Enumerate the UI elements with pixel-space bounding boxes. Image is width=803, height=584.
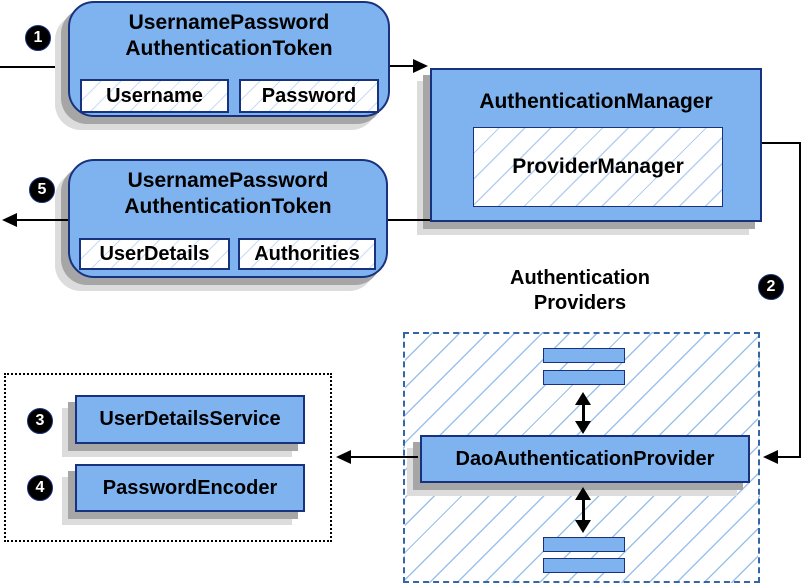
provider-to-services-line <box>350 456 418 458</box>
step-3-badge: 3 <box>27 408 53 434</box>
password-encoder-label: PasswordEncoder <box>102 476 278 499</box>
manager-to-provider-line-bottom <box>777 456 801 458</box>
step-1-badge: 1 <box>25 25 51 51</box>
authorities-field: Authorities <box>238 238 376 270</box>
providers-container: DaoAuthenticationProvider <box>403 332 760 583</box>
outgoing-response-line <box>14 219 68 221</box>
password-field: Password <box>239 79 379 113</box>
token-to-manager-arrowhead-icon <box>413 59 428 73</box>
provider-stack-bar-4 <box>543 558 625 573</box>
authentication-manager-title: AuthenticationManager <box>479 90 713 113</box>
request-token-title-line2: AuthenticationToken <box>125 37 333 60</box>
username-field-label: Username <box>106 84 203 107</box>
user-details-service-card: UserDetailsService <box>75 395 305 444</box>
response-token-title-line1: UsernamePassword <box>127 169 329 192</box>
response-token-card: UsernamePassword AuthenticationToken Use… <box>68 159 388 278</box>
authentication-manager-card: AuthenticationManager ProviderManager <box>430 68 762 222</box>
request-token-card: UsernamePassword AuthenticationToken Use… <box>68 1 390 117</box>
dao-authentication-provider-label: DaoAuthenticationProvider <box>455 447 715 470</box>
provider-stack-bar-1 <box>543 348 625 363</box>
manager-to-provider-arrowhead-icon <box>763 450 778 464</box>
userdetails-field: UserDetails <box>79 238 230 270</box>
manager-to-provider-line-vertical <box>799 142 801 458</box>
bidirectional-arrow-top-icon <box>575 392 591 434</box>
providers-heading-line2: Providers <box>533 292 627 314</box>
manager-to-provider-line-top <box>762 142 801 144</box>
user-details-service-label: UserDetailsService <box>99 408 281 430</box>
token-to-manager-line <box>390 65 416 67</box>
step-2-badge: 2 <box>758 274 784 300</box>
step-5-badge: 5 <box>29 177 55 203</box>
step-4-badge: 4 <box>27 475 53 501</box>
outgoing-response-arrowhead-icon <box>2 213 17 227</box>
response-token-title: UsernamePassword AuthenticationToken <box>70 161 386 220</box>
authorities-field-label: Authorities <box>254 242 360 265</box>
request-token-title-line1: UsernamePassword <box>128 11 330 34</box>
provider-manager-box: ProviderManager <box>473 127 723 207</box>
providers-heading: Authentication Providers <box>468 266 692 316</box>
manager-to-token-line <box>388 219 430 221</box>
provider-manager-label: ProviderManager <box>512 155 684 178</box>
bidirectional-arrow-bottom-icon <box>575 487 591 533</box>
userdetails-field-label: UserDetails <box>99 242 210 265</box>
dao-authentication-provider-card: DaoAuthenticationProvider <box>420 435 750 483</box>
password-field-label: Password <box>261 84 357 107</box>
request-token-title: UsernamePassword AuthenticationToken <box>70 3 388 62</box>
response-token-title-line2: AuthenticationToken <box>124 195 332 218</box>
password-encoder-card: PasswordEncoder <box>75 464 305 512</box>
services-container: UserDetailsService PasswordEncoder <box>4 373 332 542</box>
incoming-request-line <box>0 66 69 68</box>
username-field: Username <box>80 79 229 113</box>
provider-to-services-arrowhead-icon <box>336 450 351 464</box>
provider-stack-bar-2 <box>543 370 625 385</box>
provider-stack-bar-3 <box>543 537 625 552</box>
providers-heading-line1: Authentication <box>510 267 650 289</box>
